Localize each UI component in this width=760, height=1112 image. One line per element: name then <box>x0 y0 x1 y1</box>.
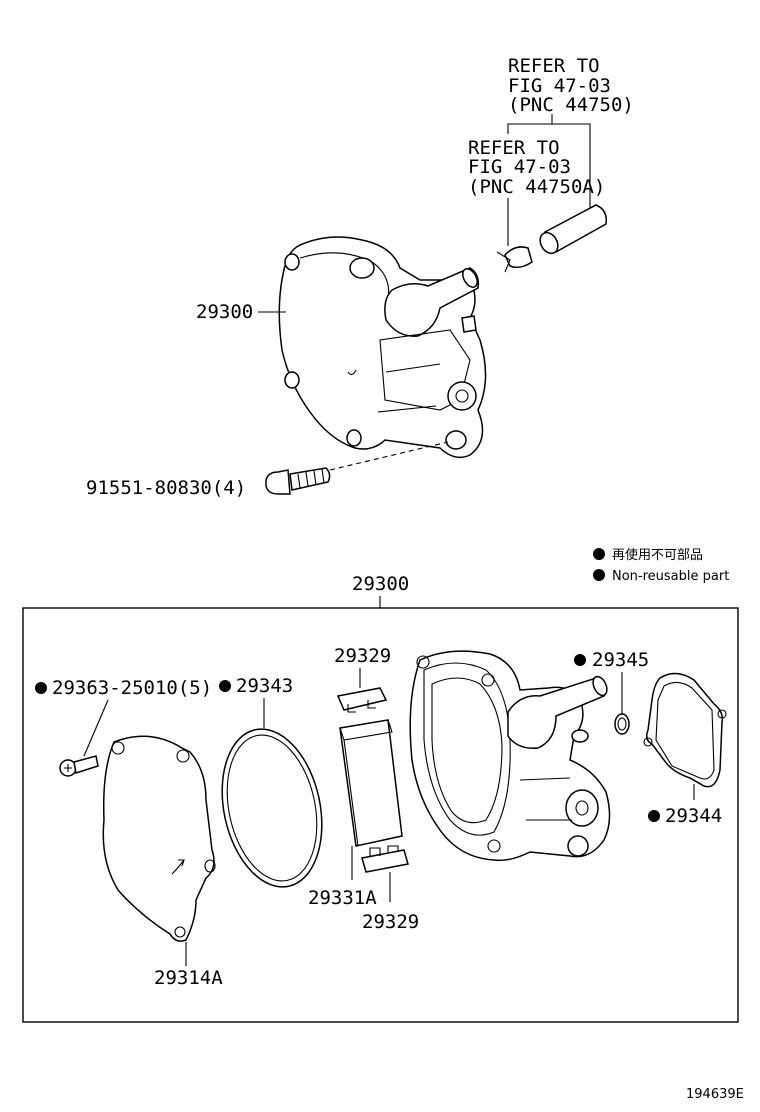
flange-bolt <box>265 467 331 495</box>
pump-part-label: 29300 <box>196 301 253 323</box>
gasket-part-label: 29344 <box>665 805 722 827</box>
vane-part-label: 29331A <box>308 887 377 909</box>
screw-leader <box>83 699 109 757</box>
legend-en: Non-reusable part <box>612 569 729 584</box>
pump-housing <box>409 650 611 862</box>
legend: 再使用不可部品 Non-reusable part <box>593 547 729 584</box>
vacuum-hose <box>539 204 608 255</box>
screw-part-label: 29363-25010(5) <box>52 677 212 699</box>
refer1-bracket <box>507 114 553 134</box>
pump-cover <box>102 735 216 942</box>
refer1-line2: FIG 47-03 <box>508 75 611 97</box>
hose-clip <box>496 246 533 273</box>
refer2-line1: REFER TO <box>468 137 560 159</box>
figure-id: 194639E <box>686 1087 744 1102</box>
cap-top-label: 29329 <box>334 645 391 667</box>
o-ring-large <box>221 728 323 888</box>
refer-label-1: REFER TO FIG 47-03 (PNC 44750) <box>508 55 634 116</box>
vane-cap-top <box>336 687 388 713</box>
refer1-line3: (PNC 44750) <box>508 94 634 116</box>
bolt-part-label: 91551-80830(4) <box>86 477 246 499</box>
vane-cap-bottom <box>361 845 409 873</box>
gasket <box>643 672 727 788</box>
refer-label-2: REFER TO FIG 47-03 (PNC 44750A) <box>468 137 605 198</box>
legend-jp: 再使用不可部品 <box>612 547 703 563</box>
refer1-leader <box>552 123 591 210</box>
nonreusable-dot-icon <box>648 810 660 822</box>
oring-part-label: 29343 <box>236 675 293 697</box>
exploded-view-frame <box>22 607 739 1023</box>
refer1-line1: REFER TO <box>508 55 600 77</box>
cap-bottom-label: 29329 <box>362 911 419 933</box>
nonreusable-dot-icon <box>219 680 231 692</box>
nonreusable-dot-icon <box>574 654 586 666</box>
refer2-line3: (PNC 44750A) <box>468 176 605 198</box>
cover-part-label: 29314A <box>154 967 223 989</box>
nonreusable-dot-icon <box>35 682 47 694</box>
o-ring-small <box>614 713 630 735</box>
cover-screw <box>59 755 99 777</box>
legend-dot-icon <box>593 569 605 581</box>
bolt-dashed-leader <box>329 441 449 471</box>
vacuum-pump-top <box>278 236 487 459</box>
legend-dot-icon <box>593 548 605 560</box>
small-oring-label: 29345 <box>592 649 649 671</box>
assembly-label: 29300 <box>352 573 409 595</box>
pump-vane <box>339 719 403 847</box>
refer2-line2: FIG 47-03 <box>468 156 571 178</box>
